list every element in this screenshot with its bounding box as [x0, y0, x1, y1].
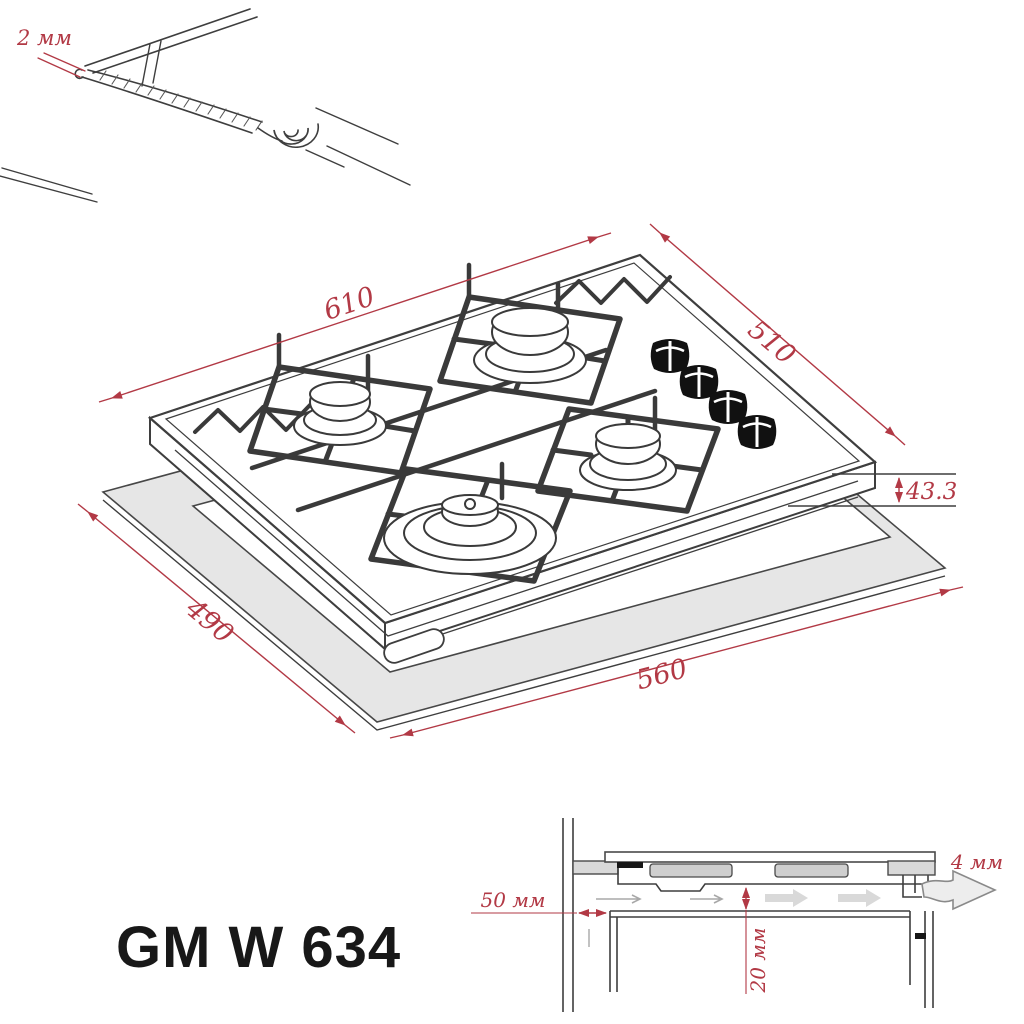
edge-seal-detail-drawing: 2 мм [0, 8, 411, 203]
dim-label-20mm: 20 мм [746, 928, 770, 994]
vent-exit-arrow [921, 869, 997, 911]
burner-wok [383, 494, 557, 575]
hob-tray-outline [617, 868, 929, 892]
installation-cross-section: 50 мм 20 мм 4 мм [471, 818, 1003, 1012]
knob-4 [737, 415, 777, 449]
dimension-510-line [659, 232, 896, 437]
seal-strip [617, 862, 643, 868]
hob-glass-section [604, 851, 936, 863]
wall-lines [562, 818, 574, 1012]
dimension-560-line [402, 588, 951, 737]
right-support-rail [887, 860, 936, 876]
dim-label-433: 43.3 [905, 479, 957, 505]
knob-1 [650, 339, 690, 373]
cabinet-panel [924, 911, 934, 1008]
dim-label-4mm: 4 мм [950, 850, 1003, 874]
seal-roll-spiral [273, 123, 320, 149]
countertop-section [609, 910, 911, 992]
dim-label-560: 560 [633, 653, 691, 696]
installation-dimensions: 50 мм 20 мм 4 мм [471, 850, 1003, 994]
dim-label-610: 610 [320, 281, 379, 327]
burner-front-right [579, 423, 677, 491]
dimension-610-line [111, 236, 599, 399]
edge-detail-dimension-label: 2 мм [16, 26, 72, 50]
burner-housing-right [774, 863, 849, 878]
panel-fixing-tick [915, 933, 926, 939]
model-name: GM W 634 [116, 915, 402, 980]
left-support-rail [572, 860, 619, 875]
zigzag-rail-left [193, 403, 312, 434]
hatch-lines [99, 70, 263, 131]
hob-isometric-drawing: 610 510 490 560 43.3 [77, 223, 964, 739]
dim-label-50mm: 50 мм [481, 888, 546, 912]
airflow-arrows [596, 869, 997, 911]
dimension-490-line [87, 511, 346, 726]
dim-label-490: 490 [179, 592, 239, 650]
burner-housing-left [649, 863, 733, 878]
